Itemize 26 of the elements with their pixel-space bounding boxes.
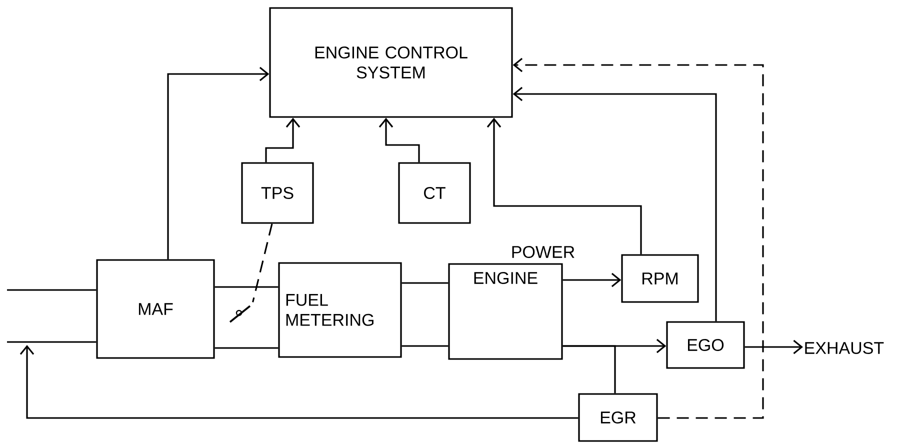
exhaust-label: EXHAUST <box>805 342 884 354</box>
block-box: EGR <box>578 393 658 442</box>
block-box: EGO <box>666 321 745 369</box>
arrow <box>265 118 300 162</box>
arrow <box>486 118 642 254</box>
block-box: ENGINE <box>448 263 563 360</box>
arrow <box>562 272 622 288</box>
arrow <box>20 345 578 419</box>
dashed-arrow <box>512 58 764 419</box>
arrow <box>378 118 420 162</box>
arrow <box>744 340 803 354</box>
block-box: MAF <box>96 259 215 359</box>
connector-line <box>401 282 449 347</box>
edge-label: POWER <box>510 244 576 259</box>
arrow <box>512 86 717 322</box>
connector-line <box>214 286 279 349</box>
throttle-valve-drawing <box>229 305 251 323</box>
block-box: CT <box>398 162 471 224</box>
linkage-line <box>252 224 273 302</box>
arrow <box>167 66 270 260</box>
block-box: TPS <box>241 162 314 224</box>
connector-line <box>6 289 97 343</box>
connector-line <box>562 345 616 394</box>
block-box: FUEL METERING <box>278 262 402 358</box>
block-box: RPM <box>621 254 699 303</box>
block-box: ENGINE CONTROL SYSTEM <box>269 7 513 118</box>
